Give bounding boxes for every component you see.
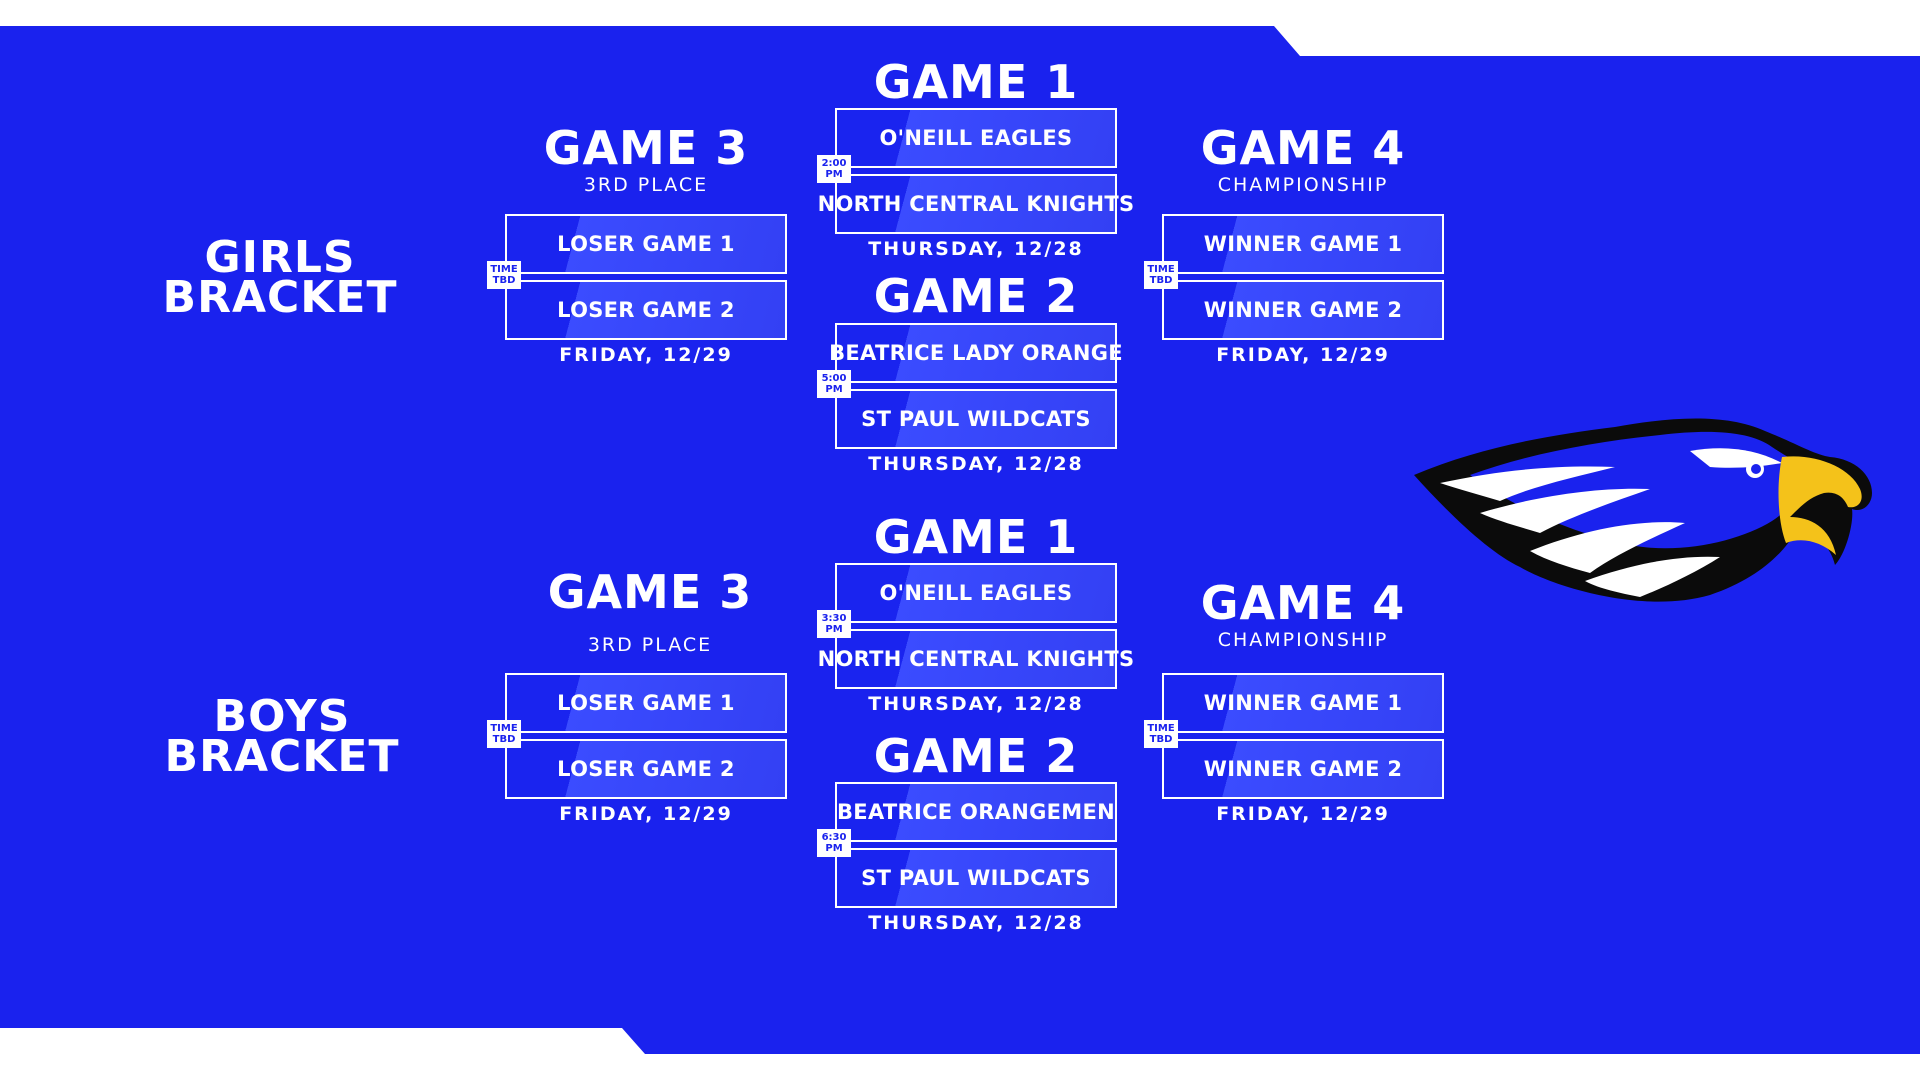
time-line1: TIME: [490, 264, 518, 275]
game-time-tag: TIME TBD: [1144, 720, 1178, 748]
team-slot: BEATRICE LADY ORANGE: [829, 323, 1123, 383]
girls-game2-header: GAME 2: [826, 272, 1126, 320]
boys-game4-header: GAME 4 CHAMPIONSHIP: [1153, 579, 1453, 651]
time-line1: 6:30: [821, 832, 847, 843]
bracket-label-line1: GIRLS: [204, 232, 356, 283]
team-slot: WINNER GAME 1: [1162, 673, 1444, 733]
game-title: GAME 1: [873, 55, 1079, 109]
time-line2: PM: [825, 384, 843, 395]
game-time-tag: TIME TBD: [1144, 261, 1178, 289]
time-line2: TBD: [492, 275, 516, 286]
game-title: GAME 2: [873, 269, 1079, 323]
team-slot: ST PAUL WILDCATS: [835, 389, 1117, 449]
game-time-tag: 2:00 PM: [817, 155, 851, 183]
girls-bracket-label: GIRLS BRACKET: [140, 232, 420, 323]
game-date: THURSDAY, 12/28: [868, 453, 1084, 475]
game-date: THURSDAY, 12/28: [868, 238, 1084, 260]
time-line2: PM: [825, 624, 843, 635]
time-line2: TBD: [492, 734, 516, 745]
boys-game1-header: GAME 1: [826, 513, 1126, 561]
game-date: FRIDAY, 12/29: [559, 344, 733, 366]
game-title: GAME 4: [1200, 576, 1406, 630]
game-title: GAME 1: [873, 510, 1079, 564]
game-date: THURSDAY, 12/28: [868, 912, 1084, 934]
game-time-tag: 3:30 PM: [817, 610, 851, 638]
team-slot: LOSER GAME 1: [505, 214, 787, 274]
game-date: FRIDAY, 12/29: [1216, 344, 1390, 366]
game-subtitle: CHAMPIONSHIP: [1217, 629, 1389, 651]
team-slot: NORTH CENTRAL KNIGHTS: [818, 174, 1134, 234]
game-title: GAME 4: [1200, 121, 1406, 175]
game-title: GAME 3: [543, 121, 749, 175]
game-title: GAME 2: [873, 729, 1079, 783]
girls-game1-header: GAME 1: [826, 58, 1126, 106]
game-subtitle: 3RD PLACE: [587, 634, 713, 656]
team-slot: O'NEILL EAGLES: [835, 563, 1117, 623]
team-slot: BEATRICE ORANGEMEN: [835, 782, 1117, 842]
game-time-tag: 6:30 PM: [817, 829, 851, 857]
boys-game2-header: GAME 2: [826, 732, 1126, 780]
girls-game4-header: GAME 4 CHAMPIONSHIP: [1153, 124, 1453, 196]
team-slot: WINNER GAME 1: [1162, 214, 1444, 274]
game-date: FRIDAY, 12/29: [559, 803, 733, 825]
team-slot: NORTH CENTRAL KNIGHTS: [818, 629, 1134, 689]
time-line2: PM: [825, 843, 843, 854]
game-time-tag: 5:00 PM: [817, 370, 851, 398]
time-line1: TIME: [490, 723, 518, 734]
game-subtitle: CHAMPIONSHIP: [1217, 174, 1389, 196]
girls-game3-header: GAME 3 3RD PLACE: [496, 124, 796, 196]
time-line1: 3:30: [821, 613, 847, 624]
bracket-label-line1: BOYS: [213, 691, 351, 742]
time-line2: TBD: [1149, 734, 1173, 745]
game-date: FRIDAY, 12/29: [1216, 803, 1390, 825]
game-title: GAME 3: [547, 565, 753, 619]
team-slot: WINNER GAME 2: [1162, 739, 1444, 799]
bracket-label-line2: BRACKET: [162, 272, 398, 323]
team-slot: LOSER GAME 1: [505, 673, 787, 733]
time-line1: TIME: [1147, 264, 1175, 275]
team-slot: LOSER GAME 2: [505, 280, 787, 340]
team-slot: LOSER GAME 2: [505, 739, 787, 799]
game-time-tag: TIME TBD: [487, 720, 521, 748]
eagle-head-logo-icon: [1414, 418, 1872, 602]
time-line2: TBD: [1149, 275, 1173, 286]
boys-bracket-label: BOYS BRACKET: [142, 691, 422, 782]
team-slot: O'NEILL EAGLES: [835, 108, 1117, 168]
bracket-label-line2: BRACKET: [164, 731, 400, 782]
time-line1: 2:00: [821, 158, 847, 169]
boys-game3-header: GAME 3 3RD PLACE: [500, 568, 800, 656]
team-slot: ST PAUL WILDCATS: [835, 848, 1117, 908]
game-date: THURSDAY, 12/28: [868, 693, 1084, 715]
time-line2: PM: [825, 169, 843, 180]
team-slot: WINNER GAME 2: [1162, 280, 1444, 340]
time-line1: TIME: [1147, 723, 1175, 734]
game-time-tag: TIME TBD: [487, 261, 521, 289]
time-line1: 5:00: [821, 373, 847, 384]
game-subtitle: 3RD PLACE: [583, 174, 709, 196]
